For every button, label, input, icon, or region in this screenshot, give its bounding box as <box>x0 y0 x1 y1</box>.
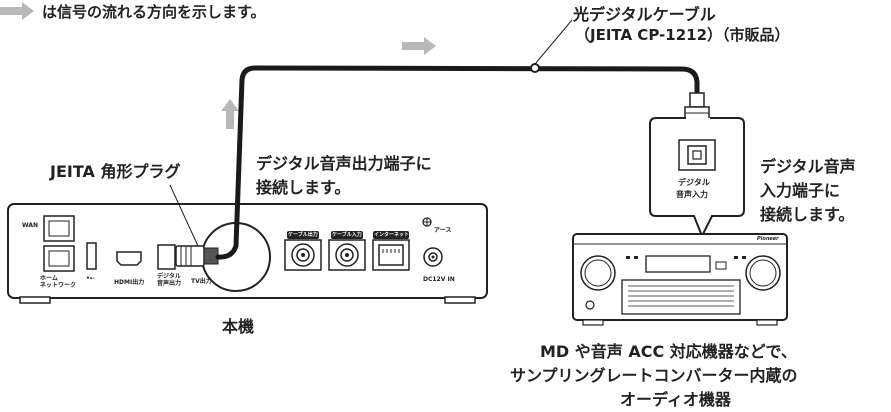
cable-in-label: ケーブル入力 <box>332 232 362 238</box>
wan-label: WAN <box>22 222 39 229</box>
cable-label-line1: 光デジタルケーブル <box>573 5 716 24</box>
ground-terminal-icon <box>422 217 432 227</box>
tv-out-label: TV出力 <box>191 278 212 285</box>
input-label-line2: 入力端子に <box>760 181 841 200</box>
digital-audio-out-port <box>157 244 176 270</box>
ground-label: アース <box>434 227 452 234</box>
input-label-line1: デジタル音声 <box>760 157 856 176</box>
signal-direction-legend-arrow-icon <box>0 2 34 20</box>
wan-port <box>43 215 75 242</box>
home-network-label: ホーム ネットワーク <box>40 275 77 289</box>
dc-in-label: DC12V IN <box>423 276 455 283</box>
hdmi-port <box>116 251 142 266</box>
digital-audio-label: デジタル 音声出力 <box>157 273 182 287</box>
optical-input-jack-icon <box>678 139 716 171</box>
cable-in-port <box>328 239 366 271</box>
usb-port <box>86 242 97 270</box>
home-network-port <box>43 245 75 272</box>
device-caption-line2: サンプリングレートコンバーター内蔵の <box>510 366 798 385</box>
hdmi-label: HDMI出力 <box>114 279 145 286</box>
usb-label: •⇠ <box>86 275 95 282</box>
optical-plug-main <box>175 245 219 267</box>
jack-caption-line2: 音声入力 <box>676 190 708 199</box>
optical-cable <box>215 65 700 260</box>
cable-out-port <box>284 239 322 271</box>
plug-pointer-line <box>169 184 199 247</box>
jack-caption-line1: デジタル <box>678 178 710 187</box>
internet-label: インターネット <box>374 232 410 238</box>
cable-out-label: ケーブル出力 <box>288 232 318 238</box>
output-label-line1: デジタル音声出力端子に <box>256 154 432 173</box>
device-caption-line3: オーディオ機器 <box>620 390 731 409</box>
input-label-line3: 接続します。 <box>760 205 855 224</box>
output-label-line2: 接続します。 <box>256 178 351 197</box>
dc-in-port <box>423 247 443 267</box>
legend-text: は信号の流れる方向を示します。 <box>42 3 266 21</box>
main-unit-caption: 本機 <box>222 317 255 336</box>
av-receiver <box>572 233 788 326</box>
signal-arrow-right <box>402 37 436 55</box>
receiver-brand: Pioneer <box>757 236 779 242</box>
plug-label: JEITA 角形プラグ <box>50 162 181 181</box>
signal-arrow-up <box>221 99 239 129</box>
main-unit <box>7 203 488 304</box>
cable-label-line2: （JEITA CP-1212）（市販品） <box>575 26 790 44</box>
device-caption-line1: MD や音声 ACC 対応機器などで、 <box>540 342 797 361</box>
internet-port <box>372 239 410 271</box>
